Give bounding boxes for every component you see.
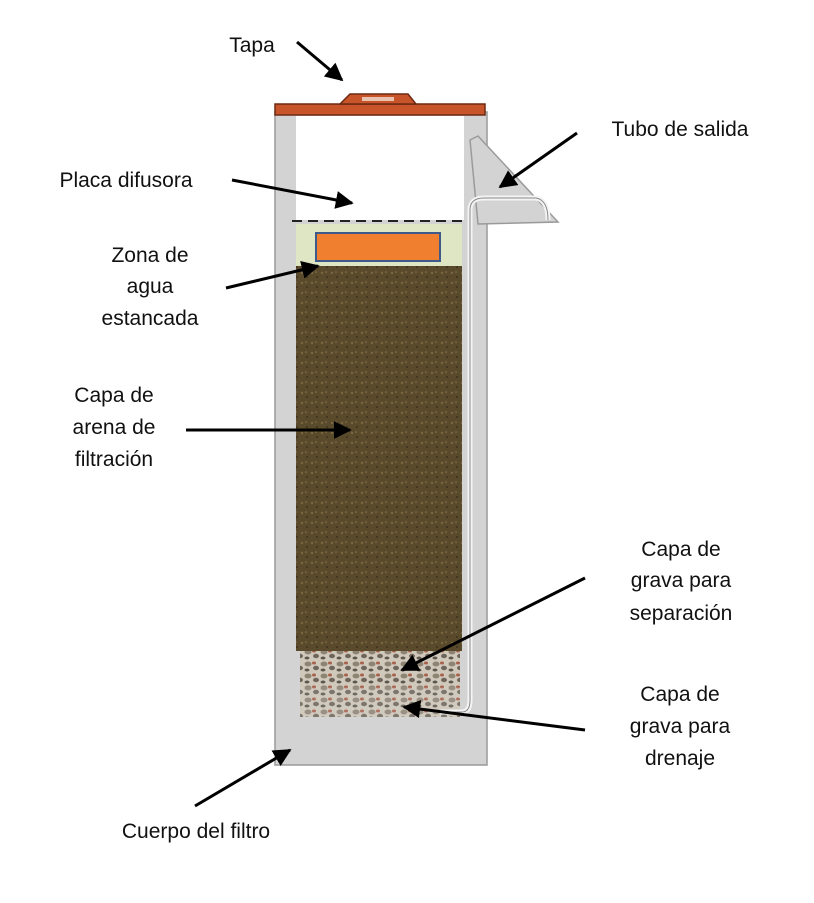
label-tubo-de-salida: Tubo de salida [612,118,749,141]
label-arena-line3: filtración [75,448,153,471]
label-grava-dren-line3: drenaje [645,747,715,770]
arrow-placa [231,178,354,209]
label-zona-line3: estancada [102,307,199,330]
arrow-zona [225,261,320,290]
label-arena-line1: Capa de [74,384,153,407]
arrow-tapa [296,40,344,82]
label-zona-line1: Zona de [111,244,188,267]
arrow-cuerpo [194,748,292,808]
label-grava-dren-line1: Capa de [640,683,719,706]
label-grava-dren-line2: grava para [630,715,731,738]
label-grava-sep-line3: separación [630,602,733,625]
filter-body [274,111,560,766]
label-zona-line2: agua [127,275,174,298]
diffuser-plate [315,232,441,262]
label-arena-line2: arena de [73,416,156,439]
arrow-grava-dren [402,700,586,732]
label-cuerpo-del-filtro: Cuerpo del filtro [122,820,270,843]
label-grava-sep-line1: Capa de [641,538,720,561]
label-tapa: Tapa [229,34,275,57]
arrow-grava-sep [400,576,586,672]
lid [274,93,486,116]
arrow-tubo [498,131,578,189]
arrows [186,40,586,808]
label-grava-sep-line2: grava para [631,569,732,592]
label-placa-difusora: Placa difusora [59,169,192,192]
